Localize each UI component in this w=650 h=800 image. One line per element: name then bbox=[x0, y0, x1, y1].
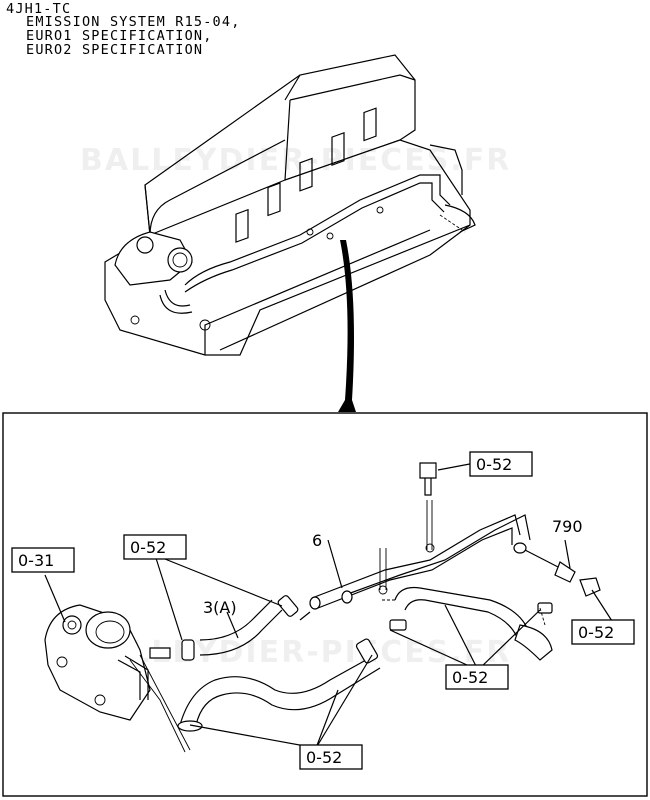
part-number-6: 6 bbox=[312, 531, 322, 550]
engine-head-illustration bbox=[104, 54, 476, 356]
part-number-790: 790 bbox=[552, 517, 583, 536]
pipe-assembly-6 bbox=[299, 462, 601, 621]
svg-text:0-52: 0-52 bbox=[578, 623, 614, 642]
thermostat-housing bbox=[44, 604, 151, 721]
svg-text:0-31: 0-31 bbox=[18, 551, 54, 570]
svg-text:0-52: 0-52 bbox=[130, 538, 166, 557]
detail-pointer-arrow bbox=[338, 240, 356, 412]
svg-text:0-52: 0-52 bbox=[452, 668, 488, 687]
side-hose bbox=[380, 586, 553, 661]
header-spec-1: EURO1 SPECIFICATION, bbox=[26, 28, 213, 44]
ref-box-right: 0-52 bbox=[571, 619, 635, 645]
ref-box-top: 0-52 bbox=[469, 451, 533, 477]
lower-hose bbox=[177, 638, 381, 732]
header-system: EMISSION SYSTEM R15-04, bbox=[26, 14, 241, 30]
svg-text:0-52: 0-52 bbox=[476, 455, 512, 474]
watermark-upper: BALLEYDIER-PIECES.FR bbox=[80, 143, 511, 178]
header-spec-2: EURO2 SPECIFICATION bbox=[26, 42, 204, 58]
ref-box-mid: 0-52 bbox=[445, 664, 509, 690]
ref-box-left-upper: 0-52 bbox=[123, 534, 187, 560]
ref-box-left: 0-31 bbox=[11, 547, 75, 573]
svg-text:0-52: 0-52 bbox=[306, 748, 342, 767]
part-number-3a: 3(A) bbox=[203, 598, 237, 617]
hose-3a bbox=[149, 595, 299, 661]
detail-frame bbox=[2, 412, 648, 797]
header-model: 4JH1-TC bbox=[6, 1, 72, 17]
ref-box-bottom: 0-52 bbox=[299, 744, 363, 770]
leader-lines bbox=[44, 462, 613, 753]
